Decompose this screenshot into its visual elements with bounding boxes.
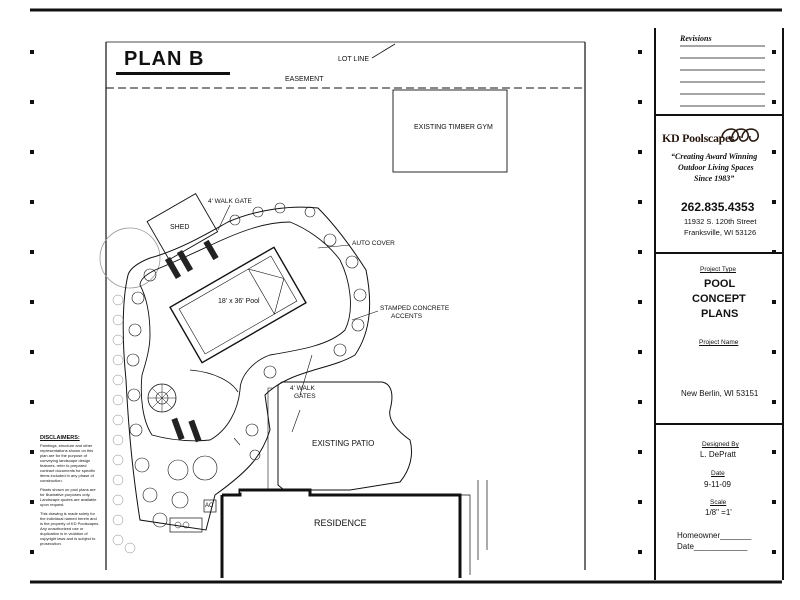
bench-fixture [169,517,203,533]
shed-label: SHED [170,224,190,231]
title-block-frame [654,28,784,580]
company-name: KD Poolscapes [662,131,735,145]
right-margin-dots [638,50,776,554]
stamped-concrete-leader [351,310,379,321]
kd-logo-swirl [721,128,759,142]
project-type-line-3: PLANS [701,308,739,320]
scale-label: Scale [710,499,727,506]
designed-by-value: L. DePratt [700,450,737,459]
date-value: 9-11-09 [704,480,731,489]
lot-line-leader [371,43,396,59]
project-type-line-2: CONCEPT [692,293,746,305]
stamped-concrete-label: STAMPED CONCRETE [380,305,450,312]
shed-outline [146,192,219,261]
walk-gates-leader [291,354,313,433]
existing-patio-outline [277,381,413,491]
shrub-plantings [126,202,367,528]
date-signature-line: Date____________ [677,542,748,551]
disclaimers-block: DISCLAIMERS: Paintings, structure and ot… [40,435,100,550]
slogan-line-3: Since 1983” [694,174,735,183]
plan-title-underline [116,44,230,75]
ac-label: AC [205,503,214,509]
project-type-line-1: POOL [704,278,736,290]
project-name: New Berlin, WI 53151 [681,389,759,398]
slogan-line-1: “Creating Award Winning [671,152,758,161]
walk-gate-label: 4' WALK GATE [208,198,252,205]
side-fence-lines [460,480,488,575]
walk-gate-leader [217,204,231,231]
lounge-chairs-north [164,239,219,280]
disclaimer-paragraph-1: Paintings, structure and other represent… [40,443,96,483]
planting-bed-outline [122,206,371,531]
project-type-label: Project Type [700,266,737,273]
disclaimer-paragraph-2: Plants shown on pool plans are for illus… [40,487,97,507]
date-label: Date [711,470,725,477]
stamped-concrete-accents-label: ACCENTS [391,313,423,320]
pool-outline [169,246,307,364]
lounge-chairs-south [171,417,202,443]
walk-gates-label-2: GATES [294,393,316,400]
existing-patio-label: EXISTING PATIO [312,439,375,448]
fence-segment [267,387,272,490]
pool-label: 18' x 36' Pool [218,298,260,305]
left-margin-dots [30,50,34,554]
project-name-label: Project Name [699,339,739,346]
tree-canopy [99,227,161,289]
lot-line-label: LOT LINE [338,56,369,63]
designed-by-label: Designed By [702,441,739,448]
stone-edging [112,294,136,554]
company-address-line-1: 11932 S. 120th Street [684,217,757,226]
plan-title: PLAN B [124,48,205,70]
scale-value: 1/8" =1' [705,508,732,517]
slogan-line-2: Outdoor Living Spaces [678,163,754,172]
disclaimer-paragraph-3: This drawing is made solely for the indi… [40,511,100,546]
auto-cover-leader [317,244,351,249]
stamped-concrete-outline [139,221,351,442]
residence-walls [220,488,462,578]
disclaimers-heading: DISCLAIMERS: [40,435,80,441]
company-address-line-2: Franksville, WI 53126 [684,228,757,237]
timber-gym-outline [392,89,508,173]
revisions-label: Revisions [680,34,712,43]
residence-label: RESIDENCE [314,518,367,528]
company-phone: 262.835.4353 [681,200,755,214]
timber-gym-label: EXISTING TIMBER GYM [414,124,493,131]
walk-gates-label: 4' WALK [290,385,315,392]
easement-label: EASEMENT [285,76,324,83]
circular-seating-paver [147,383,177,413]
homeowner-signature-line: Homeowner_______ [677,531,752,540]
sitting-wall [189,369,239,393]
auto-cover-label: AUTO COVER [352,240,395,247]
ac-unit [203,499,217,513]
